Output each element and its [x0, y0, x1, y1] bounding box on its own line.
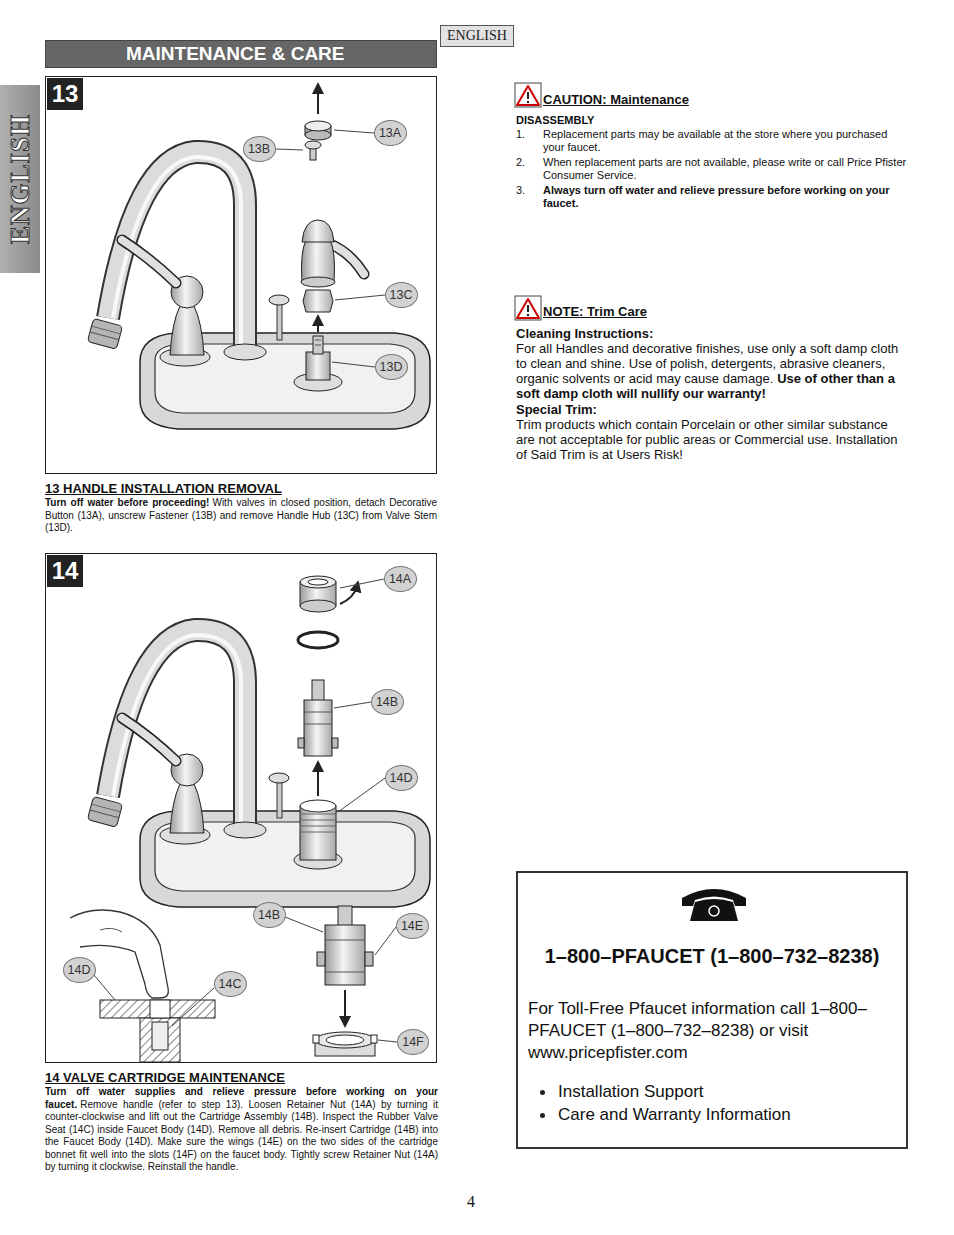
page-number-block: 4	[467, 1193, 480, 1211]
figure-caption-text-block: Turn off water supplies and relieve pres…	[45, 1086, 438, 1174]
figure-caption-title-block: 14 VALVE CARTRIDGE MAINTENANCE	[45, 1070, 437, 1085]
header-text: MAINTENANCE & CARE	[126, 43, 345, 65]
contact-box: 1–800–PFAUCET (1–800–732–8238) For Toll-F…	[516, 871, 908, 1149]
callout-number: 14B	[258, 908, 280, 922]
list-number-block: 2.	[516, 156, 528, 169]
list-item-block: When replacement parts are not available…	[543, 156, 909, 182]
subheading: DISASSEMBLY	[516, 114, 594, 126]
callout-number: 14C	[219, 977, 242, 991]
callout-bubble: 13D	[375, 354, 408, 380]
figure-panel: 14 14A 14B 14D 14B 14E 14D 14C 14F	[45, 553, 437, 1063]
callout-number: 13A	[379, 126, 401, 140]
figure-caption-text: Remove handle (refer to step 13). Loosen…	[45, 1099, 438, 1173]
warning-icon	[515, 83, 541, 107]
contact-text: 1–800–PFAUCET (1–800–732–8238)	[528, 945, 896, 968]
note-text: Trim products which contain Porcelain or…	[516, 417, 898, 462]
list-number: 2.	[516, 156, 525, 168]
callout-number: 13C	[390, 288, 413, 302]
callout-bubble: 13B	[243, 136, 276, 162]
contact-text: Installation Support	[528, 1080, 896, 1103]
faucet-drawing	[87, 152, 430, 429]
language-text: ENGLISH	[447, 28, 507, 44]
handle-hub-drawing	[303, 290, 333, 312]
hand-inset-drawing	[70, 910, 215, 1062]
callout-bubble: 14D	[385, 765, 418, 791]
decorative-button-drawing	[305, 88, 331, 140]
callout-number: 14A	[389, 572, 411, 586]
list-item: Replacement parts may be available at th…	[543, 128, 887, 153]
figure-number: 13	[47, 78, 83, 110]
callout-bubble: 13A	[374, 120, 407, 146]
callout-number: 13B	[248, 142, 270, 156]
callout-bubble: 14C	[214, 971, 247, 997]
retainer-nut-drawing	[300, 576, 357, 612]
list-number-block: 3.	[516, 184, 528, 197]
list-item-block: Replacement parts may be available at th…	[543, 128, 909, 154]
language-side-tab: ENGLISH	[0, 85, 40, 273]
cartridge-drawing	[298, 680, 338, 756]
callout-number: 14F	[402, 1035, 424, 1049]
caution-heading: CAUTION: Maintenance	[543, 92, 689, 107]
callout-number: 14D	[390, 771, 413, 785]
fastener-drawing	[305, 141, 321, 160]
callout-bubble: 14F	[397, 1029, 429, 1055]
callout-number: 14E	[401, 919, 423, 933]
figure-panel: 13 13A 13B 13C 13D	[45, 76, 437, 474]
contact-text: For Toll-Free Pfaucet information call 1…	[528, 998, 896, 1064]
figure-caption-title-block: 13 HANDLE INSTALLATION REMOVAL	[45, 481, 437, 496]
subheading-block: Special Trim:	[516, 402, 601, 417]
subheading-block: DISASSEMBLY	[516, 114, 598, 127]
note-heading: NOTE: Trim Care	[543, 304, 647, 319]
leader-line	[276, 130, 385, 367]
callout-bubble: 13C	[385, 282, 418, 308]
note-heading-block: NOTE: Trim Care	[543, 304, 651, 319]
callout-bubble: 14E	[396, 913, 429, 939]
leader-line	[94, 579, 397, 1042]
callout-bubble: 14B	[371, 689, 404, 715]
figure-caption-text: Turn off water before proceeding!	[45, 497, 209, 508]
language-tag: ENGLISH	[440, 25, 514, 47]
cartridge-detail-drawing	[313, 906, 377, 1056]
list-number-block: 1.	[516, 128, 528, 141]
list-number: 1.	[516, 128, 525, 140]
subheading: Cleaning Instructions:	[516, 326, 653, 341]
handle-drawing	[301, 220, 364, 287]
callout-number: 14B	[376, 695, 398, 709]
page-number: 4	[467, 1193, 475, 1210]
note-text-block: Trim products which contain Porcelain or…	[516, 417, 909, 462]
valve-stem-drawing	[294, 320, 342, 391]
warning-icon	[515, 296, 541, 320]
figure-caption-title: 13 HANDLE INSTALLATION REMOVAL	[45, 481, 282, 496]
caution-heading-block: CAUTION: Maintenance	[543, 92, 693, 107]
list-item-block: Always turn off water and relieve pressu…	[543, 184, 909, 210]
list-item: Always turn off water and relieve pressu…	[543, 184, 890, 209]
note-text-block: For all Handles and decorative finishes,…	[516, 341, 909, 401]
subheading: Special Trim:	[516, 402, 597, 417]
list-number: 3.	[516, 184, 525, 196]
o-ring-drawing	[298, 632, 338, 648]
list-item: When replacement parts are not available…	[543, 156, 906, 181]
language-text: ENGLISH	[5, 114, 36, 244]
bullet-dot	[540, 1113, 545, 1118]
figure-number: 14	[47, 555, 83, 587]
callout-bubble: 14D	[63, 957, 96, 983]
callout-number: 13D	[380, 360, 403, 374]
figure-caption-text-block: Turn off water before proceeding!With va…	[45, 497, 437, 535]
faucet-drawing	[87, 630, 430, 907]
bullet-dot	[540, 1090, 545, 1095]
contact-text: Care and Warranty Information	[528, 1103, 896, 1126]
callout-number: 14D	[68, 963, 91, 977]
phone-icon	[682, 889, 746, 921]
subheading-block: Cleaning Instructions:	[516, 326, 657, 341]
faucet-body-drawing	[294, 766, 342, 869]
callout-bubble: 14B	[253, 902, 286, 928]
callout-bubble: 14A	[384, 566, 417, 592]
figure-caption-title: 14 VALVE CARTRIDGE MAINTENANCE	[45, 1070, 285, 1085]
section-header: MAINTENANCE & CARE	[45, 40, 437, 68]
